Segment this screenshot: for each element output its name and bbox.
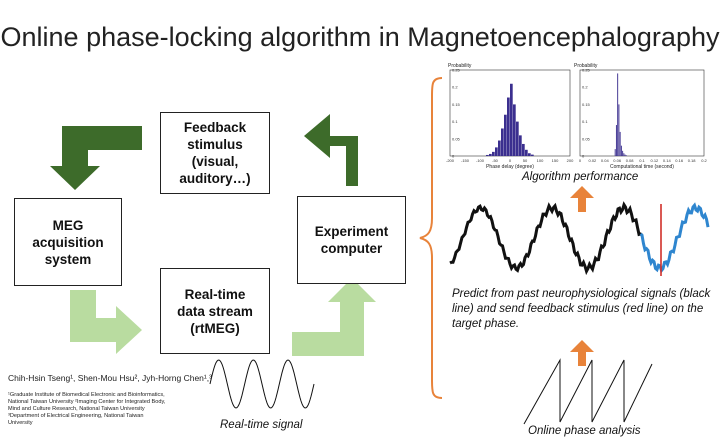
hist1-xlabel: Phase delay (degree): [486, 164, 534, 170]
caption-predict: Predict from past neurophysiological sig…: [452, 288, 711, 330]
author-list: Chih-Hsin Tseng¹, Shen-Mou Hsu², Jyh-Hor…: [8, 373, 212, 383]
hist1-x-tick-label: -150: [461, 158, 470, 163]
hist2-y-tick-label: 0.05: [582, 136, 591, 141]
hist2-bar: [617, 73, 619, 156]
hist1-bar: [528, 153, 531, 156]
hist2-x-tick-label: 0.18: [688, 158, 697, 163]
real-time-sine: [209, 359, 315, 409]
hist2-bar: [618, 104, 620, 156]
hist2-axes: [579, 69, 705, 157]
hist2-x-tick-label: 0.14: [663, 158, 672, 163]
hist1-x-tick-label: 50: [523, 158, 528, 163]
hist1-x-tick-label: 150: [552, 158, 559, 163]
page-title: Online phase-locking algorithm in Magnet…: [0, 22, 720, 52]
hist1-bar: [489, 153, 492, 156]
hist2-bar: [625, 155, 627, 156]
hist1-bar: [501, 128, 504, 156]
caption-online-phase-analysis: Online phase analysis: [528, 425, 641, 437]
hist1-bar: [498, 140, 501, 156]
hist1-y-tick-label: 0.25: [452, 68, 461, 73]
hist1-bar: [510, 83, 513, 156]
orange-arrow-up-1: [570, 186, 594, 212]
hist2-x-tick-label: 0: [579, 158, 582, 163]
hist1-x-tick-label: 100: [537, 158, 544, 163]
hist2-y-tick-label: 0.15: [582, 102, 591, 107]
predicted-signal-line: [639, 202, 710, 274]
hist2-bar: [623, 153, 625, 156]
past-signal-line: [449, 201, 643, 276]
hist2-x-tick-label: 0.2: [701, 158, 707, 163]
curly-brace: [419, 77, 443, 399]
arrow-meg-to-realtime: [70, 290, 142, 354]
arrow-realtime-to-experiment: [292, 278, 376, 356]
hist1-y-tick-label: 0.15: [452, 102, 461, 107]
hist1-y-tick-label: 0.1: [452, 119, 458, 124]
hist2-bar: [624, 154, 626, 156]
hist2-xlabel: Computational time (second): [610, 164, 674, 170]
hist1-x-tick-label: 0: [509, 158, 512, 163]
hist2-bar: [619, 131, 621, 156]
hist1-bar: [492, 151, 495, 156]
arrow-feedback-to-meg: [50, 126, 142, 190]
signal-trace: [449, 201, 710, 276]
phase-delay-histogram: Probability 0 0.05 0.1 0.15 0.2 0.25 -200 -150…: [446, 63, 574, 170]
hist2-y-tick-label: 0.2: [582, 85, 588, 90]
hist1-y-tick-label: 0.05: [452, 136, 461, 141]
affiliations: ¹Graduate Institute of Biomedical Electr…: [8, 392, 166, 426]
hist1-bar: [519, 135, 522, 156]
hist1-bar: [522, 143, 525, 156]
hist2-y-tick-label: 0.25: [582, 68, 591, 73]
caption-real-time-signal: Real-time signal: [220, 419, 303, 431]
caption-algorithm-performance: Algorithm performance: [522, 171, 639, 183]
hist1-y-tick-label: 0.2: [452, 85, 458, 90]
hist1-bar: [507, 97, 510, 156]
orange-arrow-up-2: [570, 340, 594, 366]
hist1-bar: [513, 104, 516, 156]
feedback-stimulus-box: Feedback stimulus (visual, auditory…): [160, 112, 270, 194]
experiment-computer-box: Experiment computer: [297, 196, 406, 284]
hist1-bar: [525, 149, 528, 156]
hist1-bar: [495, 147, 498, 156]
hist1-x-tick-label: -50: [492, 158, 499, 163]
realtime-data-stream-box: Real-time data stream (rtMEG): [160, 268, 270, 354]
hist2-x-tick-label: 0.16: [675, 158, 684, 163]
hist2-bar: [622, 150, 624, 156]
hist2-bar: [615, 125, 617, 156]
hist2-x-tick-label: 0.04: [601, 158, 610, 163]
hist1-bar: [531, 154, 534, 156]
hist2-x-tick-label: 0.06: [613, 158, 622, 163]
phase-sawtooth: [523, 358, 653, 425]
hist1-bar: [504, 114, 507, 156]
hist1-ylabel: Probability: [448, 63, 472, 69]
hist2-bar: [620, 145, 622, 156]
hist1-x-tick-label: -100: [476, 158, 485, 163]
meg-acquisition-box: MEG acquisition system: [14, 198, 122, 286]
hist1-bar: [486, 154, 489, 156]
hist2-ylabel: Probability: [574, 63, 598, 69]
hist2-bar: [614, 149, 616, 156]
hist2-y-tick-label: 0: [582, 154, 585, 159]
hist2-x-tick-label: 0.08: [626, 158, 635, 163]
hist1-bar: [516, 121, 519, 156]
hist1-x-tick-label: 200: [567, 158, 574, 163]
hist2-y-tick-label: 0.1: [582, 119, 588, 124]
arrow-experiment-to-feedback: [304, 114, 358, 186]
hist1-y-tick-label: 0: [452, 154, 455, 159]
hist2-x-tick-label: 0.02: [589, 158, 598, 163]
hist2-x-tick-label: 0.12: [651, 158, 660, 163]
hist1-x-tick-label: -200: [446, 158, 455, 163]
hist2-x-tick-label: 0.1: [639, 158, 645, 163]
